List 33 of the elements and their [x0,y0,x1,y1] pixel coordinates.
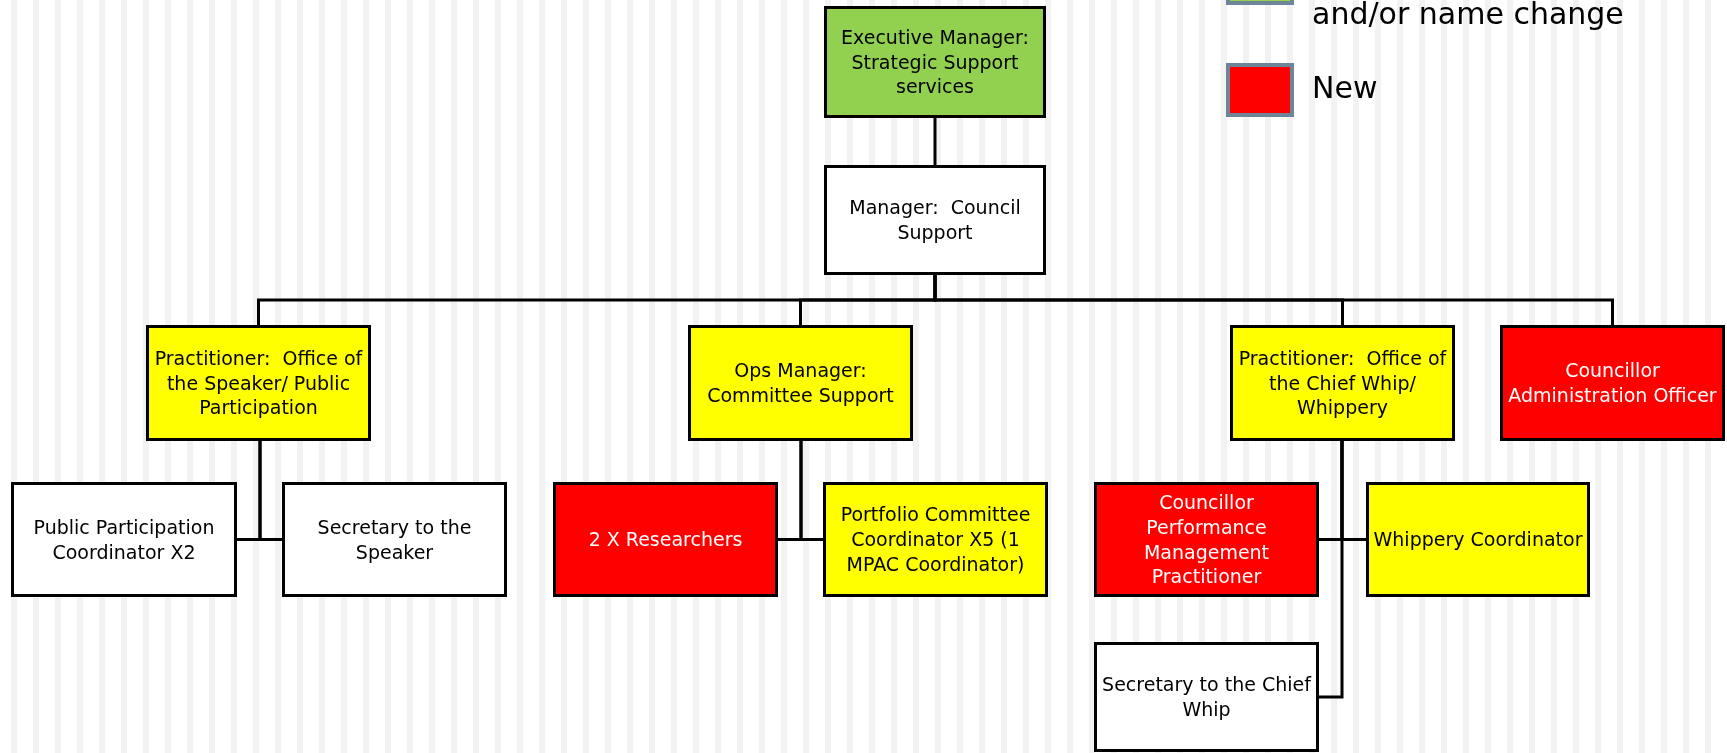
legend-label: and/or name change [1312,0,1624,31]
position-box [1366,482,1590,597]
position-box [824,165,1046,275]
position-box [146,325,371,441]
position-title: Practitioner: Office of the Speaker/ Public Participation [153,345,364,421]
position-title: Whippery Coordinator [1373,527,1583,552]
position-title: Councillor Administration Officer [1507,358,1718,408]
position-title: Secretary to the Chief Whip [1101,672,1312,722]
position-title: Ops Manager: Committee Support [706,358,895,408]
legend-label: New [1312,70,1378,105]
position-box [11,482,237,597]
position-box [553,482,778,597]
position-box [824,6,1046,118]
position-box [1094,642,1319,752]
connector-line [258,441,282,541]
connector-line [933,118,937,165]
position-title: Councillor Performance Management Practitioner [1142,490,1271,589]
position-title: Practitioner: Office of the Chief Whip/ Whippery [1237,345,1448,421]
position-title: Executive Manager: Strategic Support services [840,24,1030,100]
position-box [1094,482,1319,597]
position-box [282,482,507,597]
position-title: Manager: Council Support [848,195,1022,245]
position-title: Portfolio Committee Coordinator X5 (1 MPAC Coordinator) [839,502,1032,577]
position-title: 2 X Researchers [588,527,743,552]
connector-line [799,441,823,541]
position-title: Public Participation Coordinator X2 [32,514,216,565]
connector-line [1319,441,1344,699]
position-title: Secretary to the Speaker [316,514,473,565]
position-box [688,325,913,441]
position-box [1230,325,1455,441]
position-box [823,482,1048,597]
connector-line [933,275,1614,325]
position-box [1500,325,1725,441]
